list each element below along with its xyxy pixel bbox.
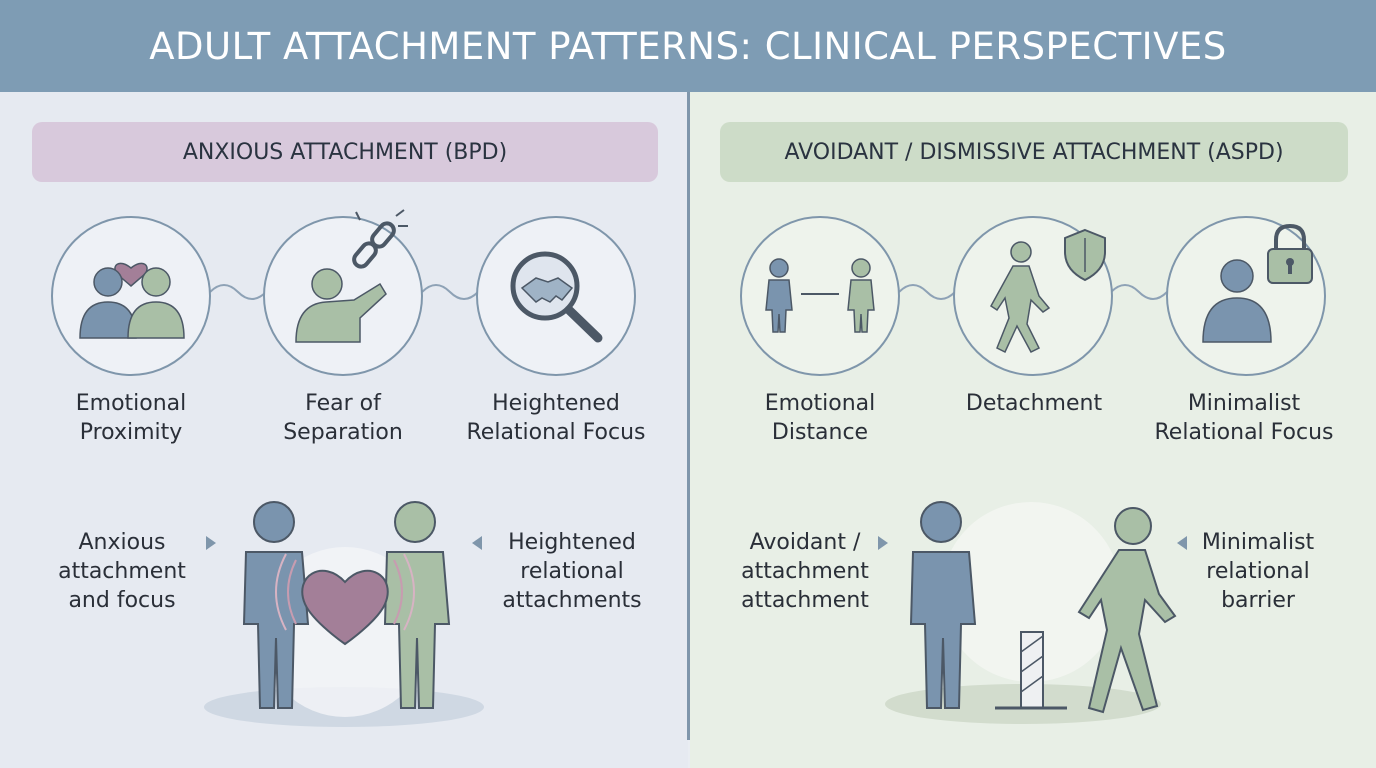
connector-wave xyxy=(898,284,956,300)
anxious-couple-illustration xyxy=(204,501,484,727)
header-bar: ADULT ATTACHMENT PATTERNS: CLINICAL PERS… xyxy=(0,0,1376,92)
anxious-banner: ANXIOUS ATTACHMENT (BPD) xyxy=(32,122,658,182)
avoidant-panel: AVOIDANT / DISMISSIVE ATTACHMENT (ASPD) xyxy=(690,92,1376,768)
avoidant-illustrations xyxy=(740,216,1326,724)
anxious-illustrations xyxy=(51,209,636,727)
walking-shield-icon xyxy=(953,216,1113,376)
connector-wave xyxy=(1110,284,1168,300)
connector-wave xyxy=(209,284,267,300)
connector-wave xyxy=(421,284,479,300)
avoidant-separation-illustration xyxy=(878,501,1187,724)
panel-divider xyxy=(687,92,690,740)
label-detachment: Detachment xyxy=(965,391,1103,416)
person-padlock-icon xyxy=(1166,216,1326,376)
magnifier-handshake-icon xyxy=(476,216,636,376)
distant-people-icon xyxy=(740,216,900,376)
anxious-panel: ANXIOUS ATTACHMENT (BPD) xyxy=(0,92,688,768)
avoidant-banner: AVOIDANT / DISMISSIVE ATTACHMENT (ASPD) xyxy=(720,122,1348,182)
two-people-heart-icon xyxy=(51,216,211,376)
page-title: ADULT ATTACHMENT PATTERNS: CLINICAL PERS… xyxy=(149,24,1227,68)
reaching-broken-chain-icon xyxy=(263,209,423,376)
